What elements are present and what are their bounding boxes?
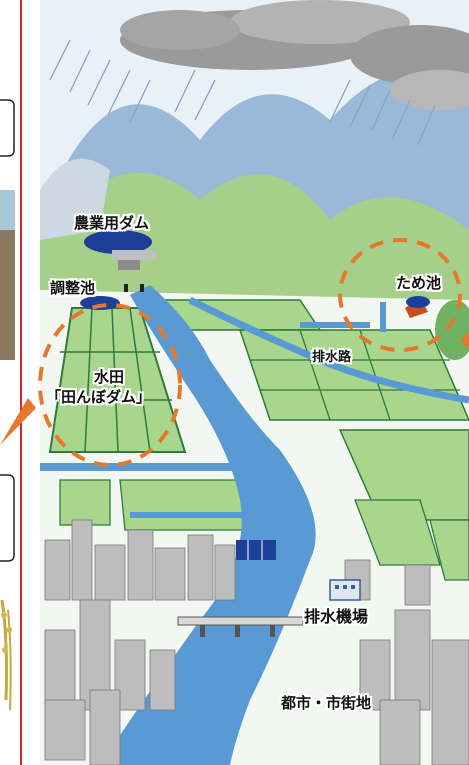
city-label: 都市・市街地 [281,694,372,712]
sluice-gate-icon [236,540,276,560]
bridge-icon [177,616,304,637]
highlight-circle-paddy [38,303,182,467]
pond-icon [80,284,144,310]
cloud-icon [120,0,469,110]
paddy-label: 水田 [94,368,125,386]
paddy-dam-label: 「田んぼダム」 [46,388,152,406]
rice-illustration [0,599,12,711]
arrow-icon [0,332,469,445]
agri-dam-label: 農業用ダム [74,214,150,232]
mountains [40,70,469,330]
pump-station-label: 排水機場 [304,607,369,626]
left-strip [0,0,24,765]
drainage-channel-label: 排水路 [312,350,352,365]
photo-fragment [0,190,15,360]
highlight-circle-pond [338,238,462,352]
dam-icon [84,230,156,270]
regulating-pond-label: 調整池 [50,279,96,297]
rain-icon [49,39,436,146]
paddy-field-left [48,307,187,453]
river [100,285,316,765]
water-channels [40,302,386,518]
pump-station-icon [329,579,361,601]
reservoir-icon [405,296,469,360]
reservoir-pond-label: ため池 [396,274,442,292]
city-buildings [44,519,469,765]
